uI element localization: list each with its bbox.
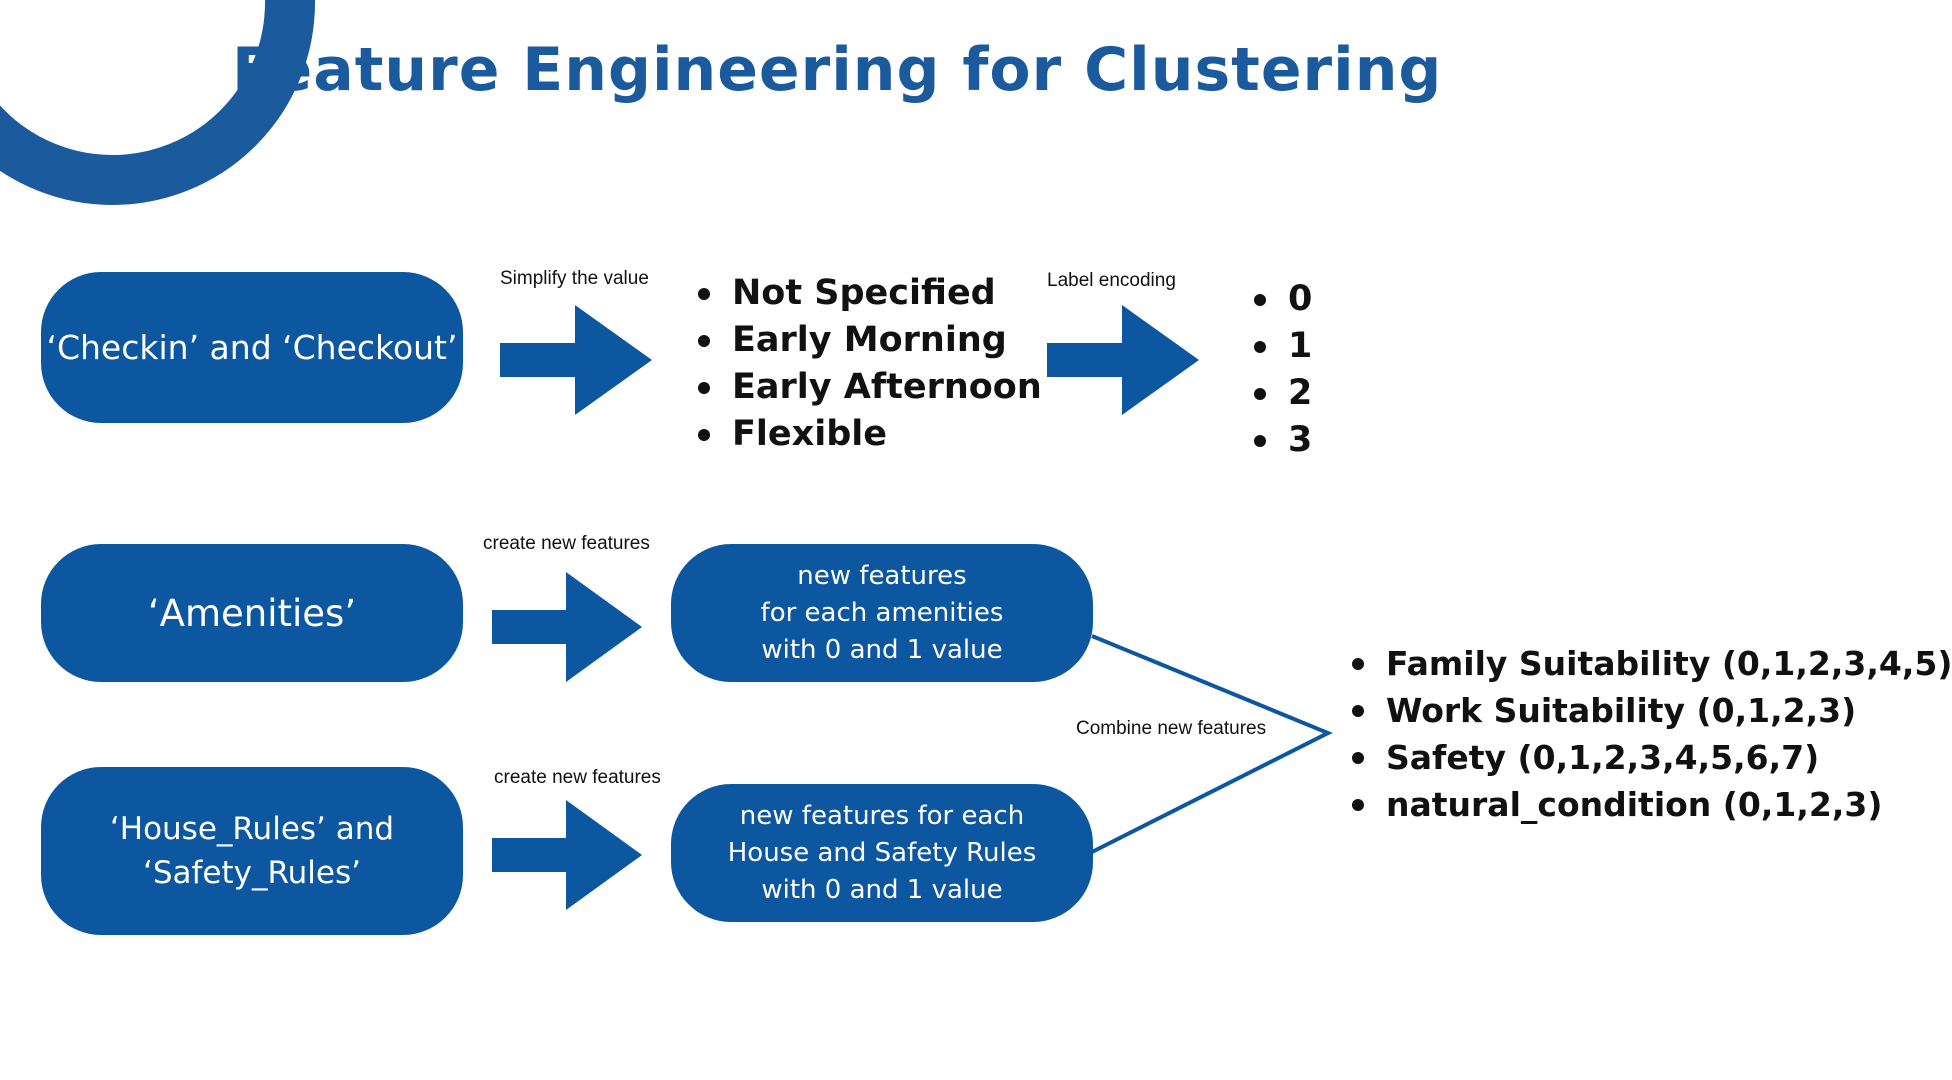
list-item: 2 [1253,370,1312,417]
checkin-checkout-label: ‘Checkin’ and ‘Checkout’ [46,328,458,367]
diagram-title: Feature Engineering for Clustering [232,35,1443,105]
simplify-value-label: Simplify the value [500,268,649,289]
list-item: 1 [1253,323,1312,370]
list-item: 0 [1253,276,1312,323]
list-item: Early Morning [698,317,1042,364]
encoded-values-list: 0 1 2 3 [1253,276,1312,464]
list-item: 3 [1253,417,1312,464]
create-features-label-1: create new features [483,533,650,554]
label-encoding-label: Label encoding [1047,270,1176,291]
rules-features-label: new features for each House and Safety R… [727,800,1037,905]
list-item: Work Suitability (0,1,2,3) [1351,687,1952,734]
house-safety-rules-box: ‘House_Rules’ and ‘Safety_Rules’ [41,767,463,935]
checkin-checkout-box: ‘Checkin’ and ‘Checkout’ [41,272,463,423]
list-item: Flexible [698,411,1042,458]
simplified-values-list: Not Specified Early Morning Early Aftern… [698,270,1042,458]
house-safety-rules-label: ‘House_Rules’ and ‘Safety_Rules’ [109,811,395,891]
combined-features-list: Family Suitability (0,1,2,3,4,5) Work Su… [1351,640,1952,828]
list-item: Not Specified [698,270,1042,317]
list-item: Safety (0,1,2,3,4,5,6,7) [1351,734,1952,781]
amenities-label: ‘Amenities’ [147,591,357,635]
amenities-box: ‘Amenities’ [41,544,463,682]
label-encoding-arrow-icon [1047,305,1199,415]
combine-features-label: Combine new features [1076,718,1267,739]
amenities-features-box: new features for each amenities with 0 a… [671,544,1093,682]
rules-arrow-icon [492,800,642,910]
list-item: Family Suitability (0,1,2,3,4,5) [1351,640,1952,687]
rules-features-box: new features for each House and Safety R… [671,784,1093,922]
list-item: Early Afternoon [698,364,1042,411]
simplify-arrow-icon [500,305,652,415]
amenities-arrow-icon [492,572,642,682]
list-item: natural_condition (0,1,2,3) [1351,781,1952,828]
create-features-label-2: create new features [494,767,661,788]
amenities-features-label: new features for each amenities with 0 a… [760,560,1004,665]
